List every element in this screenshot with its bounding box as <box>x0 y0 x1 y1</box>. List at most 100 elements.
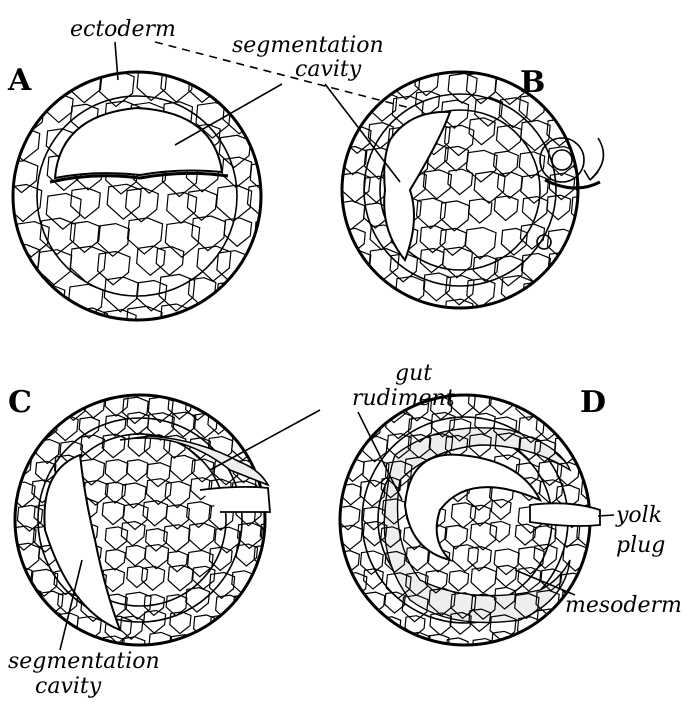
cell <box>98 252 130 285</box>
cell <box>11 307 44 341</box>
cell <box>448 73 477 103</box>
cell <box>341 173 370 203</box>
cell <box>515 524 535 545</box>
cell <box>189 523 215 550</box>
gut-pointer-c <box>210 410 320 470</box>
panel-d-yolk-plug <box>530 503 600 526</box>
cell <box>570 72 600 103</box>
cell <box>188 550 214 576</box>
cell <box>250 162 279 192</box>
cell <box>465 227 496 258</box>
cell <box>448 169 473 194</box>
panel-d-gut-rudiment <box>405 455 540 560</box>
cell <box>361 613 381 634</box>
cell <box>126 545 146 565</box>
cell <box>260 589 281 611</box>
cell <box>105 415 126 436</box>
cell <box>518 637 538 657</box>
cell <box>6 184 42 221</box>
cell <box>580 639 601 661</box>
cell <box>44 309 80 346</box>
cell <box>237 397 263 423</box>
panel-d-embryo <box>335 389 609 666</box>
cell <box>253 390 277 415</box>
cell <box>58 593 78 613</box>
cell <box>220 307 251 339</box>
cell <box>105 549 125 569</box>
cell <box>253 611 276 635</box>
cell <box>142 567 165 591</box>
cell <box>363 522 387 546</box>
panel-c-letter: C <box>8 385 32 420</box>
cell <box>7 244 40 278</box>
cell <box>471 567 496 593</box>
cell <box>583 440 608 466</box>
label-segmentation-b: segmentation <box>232 33 384 58</box>
cell <box>498 305 525 332</box>
cell <box>225 64 255 95</box>
cell <box>445 299 473 328</box>
cell <box>446 638 468 660</box>
cell <box>156 247 184 275</box>
cell <box>14 274 44 305</box>
cell <box>17 614 38 636</box>
cell <box>73 308 107 343</box>
cell <box>254 132 285 164</box>
cell <box>254 573 278 597</box>
cell <box>428 634 449 656</box>
cell <box>546 301 574 330</box>
cell <box>579 256 609 287</box>
cell <box>548 73 575 101</box>
cell <box>143 501 168 526</box>
cell <box>394 302 423 332</box>
cell <box>416 307 442 334</box>
panel-b: B segmentation cavity <box>175 33 610 337</box>
cell <box>186 395 211 421</box>
cell <box>36 285 65 314</box>
cell <box>256 252 292 289</box>
cell <box>423 170 451 199</box>
panel-d-letter: D <box>580 385 606 420</box>
cell <box>193 413 217 438</box>
label-segmentation-c: segmentation <box>8 649 160 674</box>
cell <box>210 615 233 639</box>
cell <box>579 124 606 152</box>
cell <box>363 460 389 487</box>
cell <box>548 252 576 281</box>
cell <box>474 172 505 204</box>
panel-c-embryo <box>10 390 283 664</box>
cell <box>120 616 142 639</box>
cell <box>381 638 406 664</box>
cell <box>335 417 361 443</box>
label-cavity-b: cavity <box>295 57 362 82</box>
label-plug: plug <box>616 533 665 558</box>
cell <box>558 417 578 438</box>
cell <box>219 135 250 167</box>
cell <box>449 571 469 591</box>
cell <box>232 615 256 640</box>
cell <box>574 276 599 301</box>
cell <box>253 640 276 663</box>
cell <box>236 633 261 659</box>
cell <box>335 592 360 618</box>
cell <box>336 201 365 230</box>
yolk-plug-pointer <box>598 515 614 516</box>
cell <box>578 567 601 590</box>
panel-b-embryo <box>336 68 610 337</box>
cell <box>145 545 169 569</box>
cell <box>497 172 522 198</box>
panel-d: D gut rudiment yolk plug mesoderm <box>210 361 682 666</box>
cell <box>474 304 504 334</box>
cell <box>501 276 531 307</box>
cell <box>186 306 217 338</box>
cell <box>584 461 606 484</box>
cell <box>364 639 388 664</box>
panel-b-letter: B <box>520 65 545 100</box>
cell <box>213 391 238 416</box>
cell <box>187 190 216 220</box>
cell <box>127 566 148 587</box>
cell <box>190 640 210 660</box>
cell <box>579 305 610 337</box>
cell <box>224 218 252 246</box>
